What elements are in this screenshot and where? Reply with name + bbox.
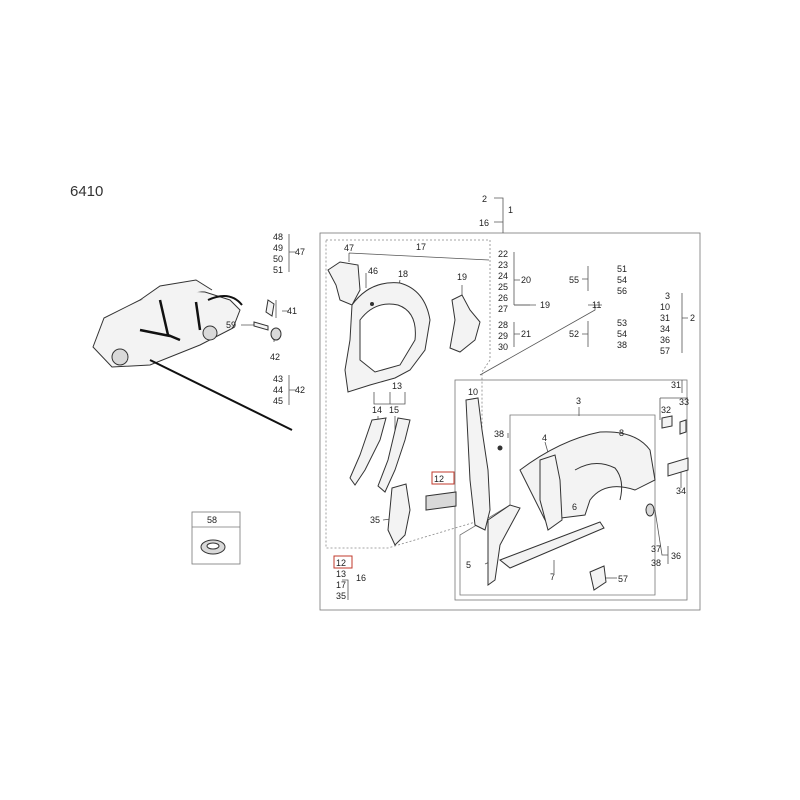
callout-label: 8 (619, 428, 624, 438)
callout-label: 18 (398, 269, 408, 279)
callout-label: 44 (273, 385, 283, 395)
outer-panel-frame (454, 379, 688, 601)
callout-label: 12 (336, 558, 346, 568)
callout-label: 57 (660, 346, 670, 356)
callout-label: 48 (273, 232, 283, 242)
callout-label: 52 (569, 329, 579, 339)
callout-label: 51 (617, 264, 627, 274)
callout-label: 15 (389, 405, 399, 415)
callout-label: 27 (498, 304, 508, 314)
highlight-12-a (431, 471, 455, 485)
callout-label: 46 (368, 266, 378, 276)
callout-label: 53 (617, 318, 627, 328)
callout-label: 47 (344, 243, 354, 253)
callout-label: 2 (482, 194, 487, 204)
callout-label: 12 (434, 474, 444, 484)
leader-lines (241, 197, 688, 600)
callout-label: 1 (508, 205, 513, 215)
callout-label: 23 (498, 260, 508, 270)
callout-label: 11 (592, 300, 601, 310)
callout-label: 21 (521, 329, 531, 339)
diagram-code: 6410 (70, 183, 104, 200)
callout-label: 19 (540, 300, 550, 310)
callout-label: 16 (479, 218, 489, 228)
callout-label: 13 (336, 569, 346, 579)
callout-label: 24 (498, 271, 508, 281)
callout-label: 58 (207, 515, 217, 525)
callout-label: 7 (550, 572, 555, 582)
callout-label: 57 (618, 574, 628, 584)
car-overview-illustration (92, 279, 293, 431)
callout-label: 4 (542, 433, 547, 443)
callout-label: 17 (416, 242, 426, 252)
inner-panel-parts (327, 261, 481, 546)
callout-label: 19 (457, 272, 467, 282)
callout-label: 29 (498, 331, 508, 341)
callout-label: 42 (295, 385, 305, 395)
callout-label: 13 (392, 381, 402, 391)
callout-label: 25 (498, 282, 508, 292)
callout-label: 36 (671, 551, 681, 561)
callout-label: 10 (468, 387, 478, 397)
callout-label: 5 (466, 560, 471, 570)
callout-label: 47 (295, 247, 305, 257)
callout-label: 55 (569, 275, 579, 285)
main-frame (319, 232, 701, 611)
callout-label: 54 (617, 275, 627, 285)
callout-label: 35 (370, 515, 380, 525)
callout-label: 42 (270, 352, 280, 362)
callout-label: 20 (521, 275, 531, 285)
callout-label: 2 (690, 313, 695, 323)
callout-label: 34 (676, 486, 686, 496)
callout-label: 33 (679, 397, 689, 407)
callout-label: 10 (660, 302, 670, 312)
callout-label: 43 (273, 374, 283, 384)
callout-label: 38 (651, 558, 661, 568)
callout-label: 49 (273, 243, 283, 253)
grommet-box (191, 511, 241, 565)
callout-label: 22 (498, 249, 508, 259)
callout-label: 45 (273, 396, 283, 406)
fuel-door-parts (253, 299, 282, 341)
callout-label: 37 (651, 544, 661, 554)
callout-label: 14 (372, 405, 382, 415)
callout-label: 59 (226, 320, 236, 330)
callout-label: 54 (617, 329, 627, 339)
callout-label: 50 (273, 254, 283, 264)
callout-labels: 1 2 16 48 49 50 51 47 41 59 42 43 44 45 … (207, 194, 695, 601)
callout-label: 30 (498, 342, 508, 352)
callout-label: 6 (572, 502, 577, 512)
callout-label: 41 (287, 306, 297, 316)
callout-label: 17 (336, 580, 346, 590)
callout-label: 38 (494, 429, 504, 439)
callout-label: 3 (665, 291, 670, 301)
callout-label: 36 (660, 335, 670, 345)
callout-label: 35 (336, 591, 346, 601)
callout-label: 38 (617, 340, 627, 350)
callout-label: 3 (576, 396, 581, 406)
callout-label: 34 (660, 324, 670, 334)
callout-label: 16 (356, 573, 366, 583)
outer-panel-parts (465, 397, 689, 591)
callout-label: 28 (498, 320, 508, 330)
callout-label: 26 (498, 293, 508, 303)
callout-label: 56 (617, 286, 627, 296)
callout-label: 31 (660, 313, 670, 323)
highlight-12-b (333, 555, 353, 569)
callout-label: 51 (273, 265, 283, 275)
callout-label: 31 (671, 380, 681, 390)
callout-label: 32 (661, 405, 671, 415)
